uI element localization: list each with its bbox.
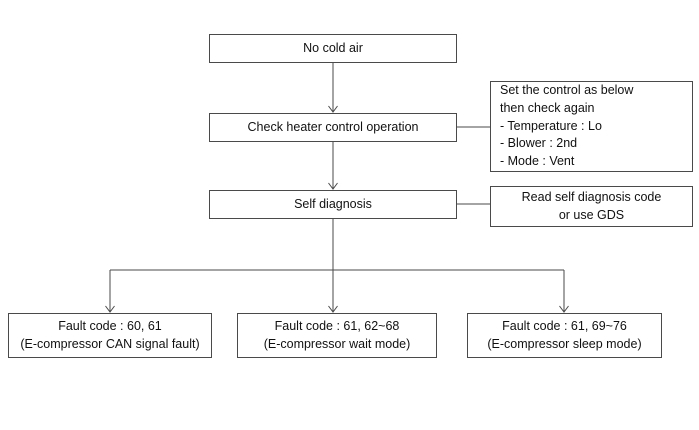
- step-no-cold-air: No cold air: [209, 34, 457, 63]
- outcome-fault-61-62-68: Fault code : 61, 62~68 (E-compressor wait…: [237, 313, 437, 358]
- note-text-line: then check again: [500, 100, 595, 115]
- outcome-text-line: (E-compressor sleep mode): [487, 336, 642, 351]
- outcome-text-line: Fault code : 60, 61: [58, 318, 162, 333]
- step-text-line: Check heater control operation: [247, 119, 419, 134]
- arrow-to-check-heater-head: [328, 105, 338, 113]
- outcome-text-line: Fault code : 61, 62~68: [274, 318, 400, 333]
- outcome-text-line: (E-compressor wait mode): [263, 336, 411, 351]
- note-text-line: Set the control as below: [500, 83, 634, 98]
- plain-connector-group: [110, 126, 564, 271]
- step-text-line: Self diagnosis: [294, 196, 372, 211]
- arrow-to-fault-left-head: [105, 305, 115, 313]
- outcome-text-line: Fault code : 61, 69~76: [502, 318, 627, 333]
- step-check-heater-control: Check heater control operation: [209, 113, 457, 142]
- outcome-fault-60-61: Fault code : 60, 61 (E-compressor CAN sig…: [8, 313, 212, 358]
- arrow-to-self-diagnosis-head: [328, 182, 338, 190]
- arrow-to-fault-middle-head: [328, 305, 338, 313]
- note-text-line: - Temperature : Lo: [500, 118, 602, 133]
- note-text-line: or use GDS: [558, 207, 625, 222]
- note-text-line: - Blower : 2nd: [500, 136, 578, 151]
- note-control-setting-note: Set the control as below then check again…: [490, 81, 693, 172]
- outcome-fault-61-69-76: Fault code : 61, 69~76 (E-compressor slee…: [467, 313, 662, 358]
- arrow-connector-group: [105, 63, 569, 313]
- note-text-line: Read self diagnosis code: [521, 189, 662, 204]
- note-read-code-note: Read self diagnosis code or use GDS: [490, 186, 693, 227]
- arrow-to-fault-right-head: [559, 305, 569, 313]
- step-text-line: No cold air: [303, 40, 363, 55]
- note-text-line: - Mode : Vent: [500, 154, 575, 169]
- step-self-diagnosis: Self diagnosis: [209, 190, 457, 219]
- outcome-text-line: (E-compressor CAN signal fault): [20, 336, 200, 351]
